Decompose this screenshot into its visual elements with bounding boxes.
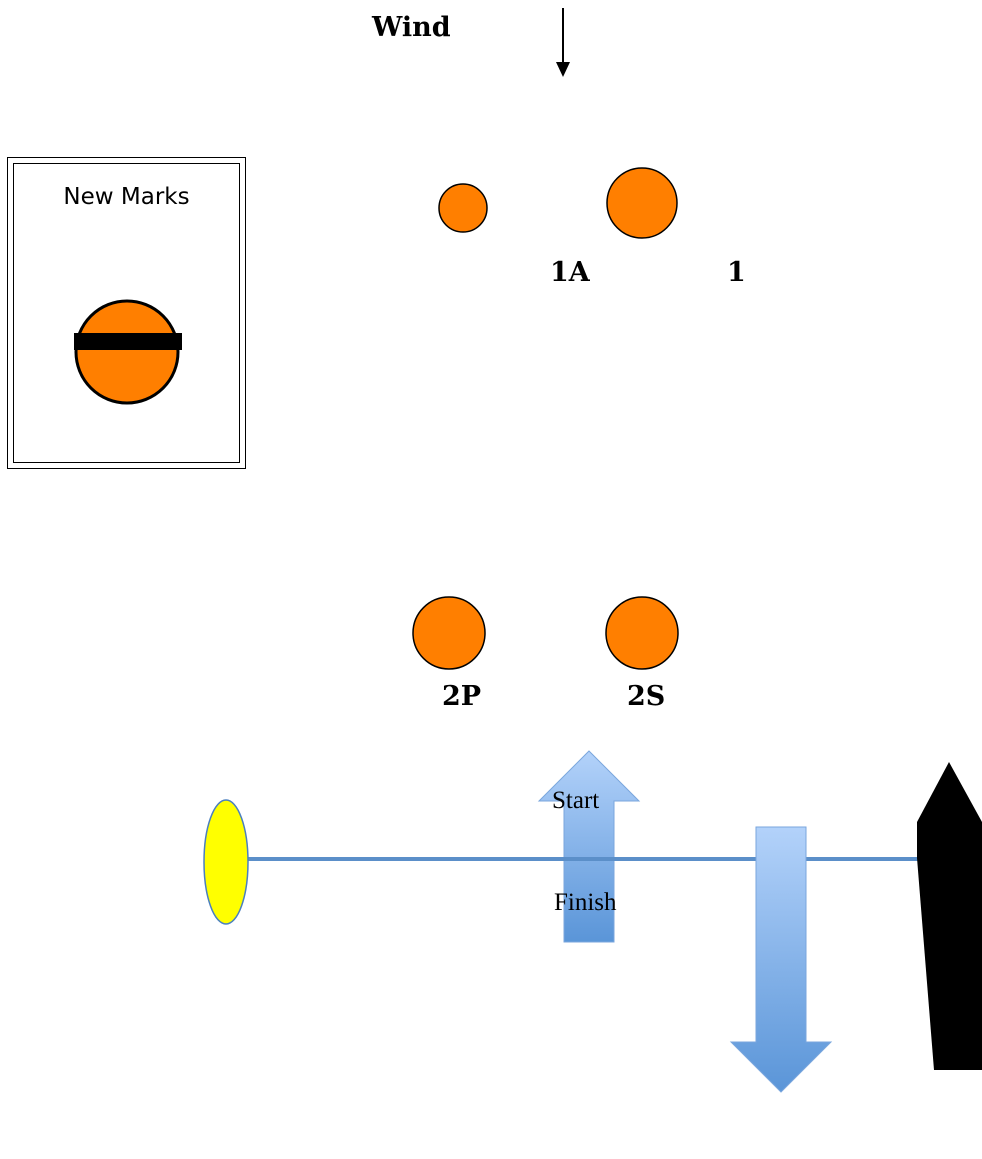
mark-1-buoy	[606, 167, 678, 239]
wind-label: Wind	[372, 12, 451, 43]
legend-box: New Marks	[7, 157, 246, 469]
start-label: Start	[552, 787, 600, 814]
committee-boat-icon	[917, 762, 982, 1070]
mark-2p-buoy	[412, 596, 486, 670]
legend-inner-border: New Marks	[13, 163, 240, 463]
finish-direction-arrow	[729, 826, 833, 1093]
mark-2s-label: 2S	[627, 681, 666, 712]
new-mark-icon	[74, 299, 182, 405]
finish-label: Finish	[554, 889, 617, 916]
mark-1a-label: 1A	[550, 257, 590, 288]
start-direction-arrow	[537, 750, 641, 943]
legend-title: New Marks	[63, 184, 190, 210]
wind-arrow	[556, 8, 570, 77]
pin-end-buoy-shape	[203, 799, 249, 925]
mark-2p-label: 2P	[442, 681, 482, 712]
mark-2s-buoy	[605, 596, 679, 670]
mark-1-label: 1	[727, 257, 746, 288]
mark-1a-buoy	[438, 183, 488, 233]
